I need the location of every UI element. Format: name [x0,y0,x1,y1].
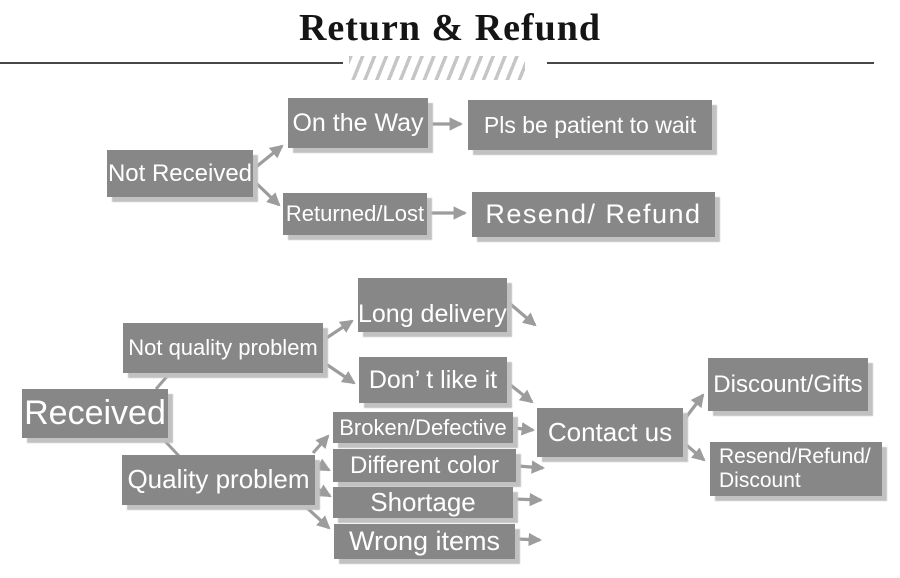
node-contact-us: Contact us [537,408,683,457]
node-quality-problem: Quality problem [122,455,315,505]
node-different-color: Different color [333,449,516,482]
node-not-received: Not Received [107,150,253,197]
arrow-contact-us-to-discount-gifts [682,393,705,421]
node-resend-refund-discount: Resend/Refund/ Discount [710,442,882,496]
node-discount-gifts: Discount/Gifts [708,358,868,411]
arrow-not-received-to-returned-lost [254,181,281,207]
arrow-different-color-out [517,460,546,474]
node-dont-like-it: Don’ t like it [359,357,507,403]
node-returned-lost: Returned/Lost [283,193,427,235]
arrow-long-delivery-out [506,300,537,327]
arrow-contact-us-to-resend-refund-discount [682,441,706,462]
node-not-quality-problem: Not quality problem [123,323,323,373]
node-broken-defective: Broken/Defective [333,412,513,443]
title-rule-right [547,62,874,64]
arrow-broken-to-contact-us [513,422,536,436]
node-shortage: Shortage [333,487,513,518]
arrow-quality-to-different-color [315,458,331,472]
arrow-not-received-to-on-the-way [254,144,284,169]
link-received-to-quality [161,437,181,458]
arrow-not-quality-to-long-delivery [321,319,354,343]
arrow-quality-to-shortage [315,484,332,498]
arrow-not-quality-to-dont-like [322,360,356,385]
node-received: Received [22,389,168,438]
page-title: Return & Refund [298,7,602,49]
title-hatch-decoration [349,56,525,80]
arrow-shortage-out [513,492,544,507]
node-pls-be-patient: Pls be patient to wait [468,100,712,150]
node-wrong-items: Wrong items [334,524,515,559]
arrow-wrong-items-out [516,532,543,547]
arrow-quality-to-broken [311,434,330,455]
title-rule-left [0,62,343,64]
node-on-the-way: On the Way [288,98,428,148]
arrow-dont-like-to-contact-us [507,381,534,404]
link-received-to-not-quality [154,372,172,390]
node-long-delivery: Long delivery [358,278,507,332]
node-resend-refund: Resend/ Refund [472,192,715,237]
arrow-quality-to-wrong-items [304,505,331,530]
